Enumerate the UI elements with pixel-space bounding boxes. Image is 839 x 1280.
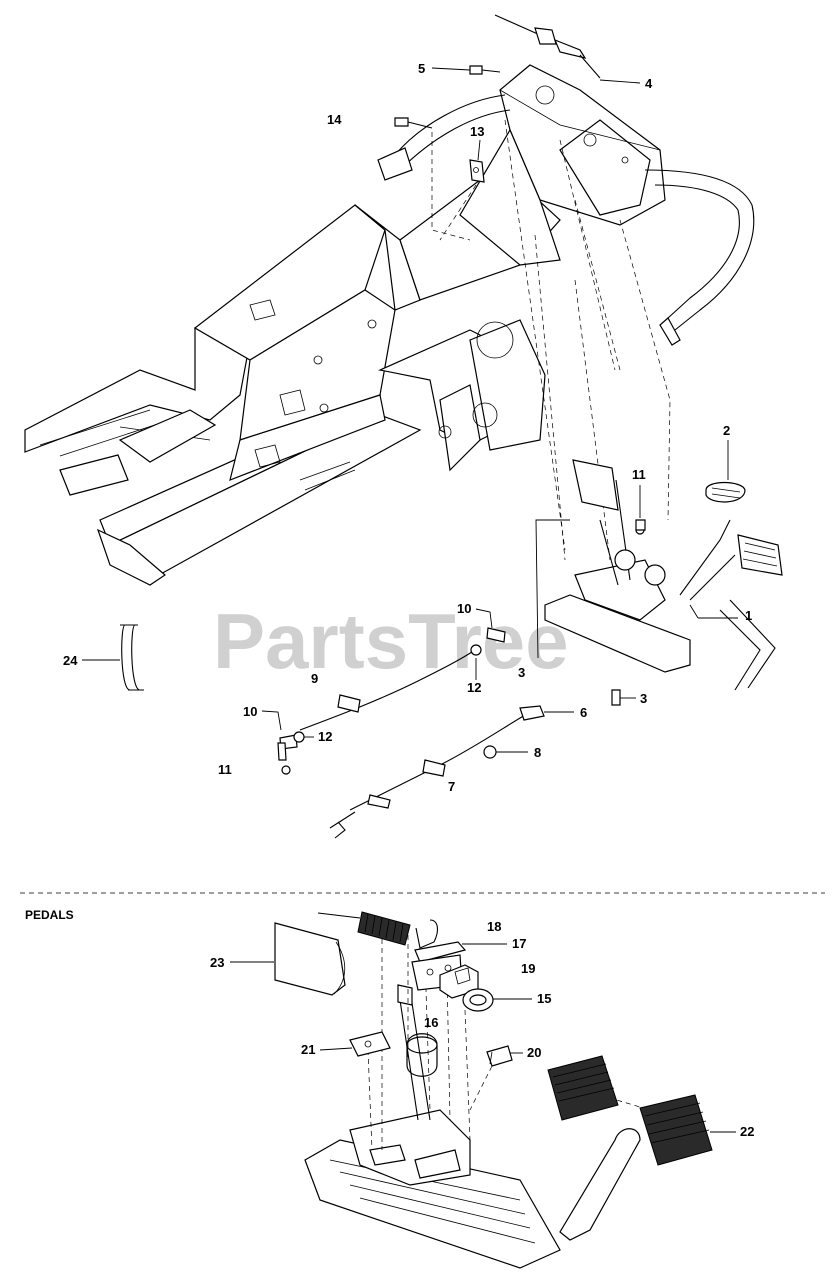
left-handle (377, 94, 511, 181)
callout-17: 17 (512, 936, 526, 951)
callout-3b: 3 (640, 691, 647, 706)
callout-6: 6 (580, 705, 587, 720)
handle-bar (644, 169, 755, 346)
callout-10b: 10 (243, 704, 257, 719)
callout-22: 22 (740, 1124, 754, 1139)
callout-4: 4 (645, 76, 653, 91)
chassis-frame (24, 164, 561, 586)
pedals-assembly (304, 984, 641, 1269)
callout-21: 21 (301, 1042, 315, 1057)
callout-23: 23 (210, 955, 224, 970)
spring-24 (120, 624, 144, 691)
callout-1: 1 (745, 608, 752, 623)
callout-12b: 12 (318, 729, 332, 744)
callout-13: 13 (470, 124, 484, 139)
callout-8: 8 (534, 745, 541, 760)
callout-12a: 12 (467, 680, 481, 695)
spring-18 (317, 911, 439, 949)
callout-19: 19 (521, 961, 535, 976)
pedal-cover-23 (274, 922, 346, 996)
callout-18: 18 (487, 919, 501, 934)
washer-15 (462, 988, 494, 1012)
callout-24: 24 (63, 653, 78, 668)
callout-15: 15 (537, 991, 551, 1006)
cable-9 (277, 627, 506, 775)
pedal-assembly-upper (544, 459, 783, 691)
callouts-upper: 1 2 3 3 4 5 6 7 8 9 10 10 11 11 12 12 13 (63, 61, 752, 794)
leader-dashes (431, 119, 671, 561)
callout-5: 5 (418, 61, 425, 76)
callout-9: 9 (311, 671, 318, 686)
callout-20: 20 (527, 1045, 541, 1060)
callouts-pedals: 15 16 17 18 19 20 21 22 23 (210, 919, 754, 1139)
plate-21 (349, 1031, 391, 1057)
callout-14: 14 (327, 112, 342, 127)
callout-11b: 11 (218, 762, 232, 777)
callout-16: 16 (424, 1015, 438, 1030)
pedals-section-title: PEDALS (25, 908, 74, 922)
bushing-20 (486, 1045, 513, 1067)
callout-7: 7 (448, 779, 455, 794)
callout-11a: 11 (632, 467, 646, 482)
top-cable-end (494, 14, 601, 79)
watermark: PartsTree (213, 597, 569, 685)
callout-2: 2 (723, 423, 730, 438)
steering-tower (459, 64, 666, 266)
bolts (394, 65, 501, 183)
pedal-pads-22 (547, 1055, 713, 1166)
callout-10a: 10 (457, 601, 471, 616)
callout-3a: 3 (518, 665, 525, 680)
cable-7 (329, 705, 545, 839)
